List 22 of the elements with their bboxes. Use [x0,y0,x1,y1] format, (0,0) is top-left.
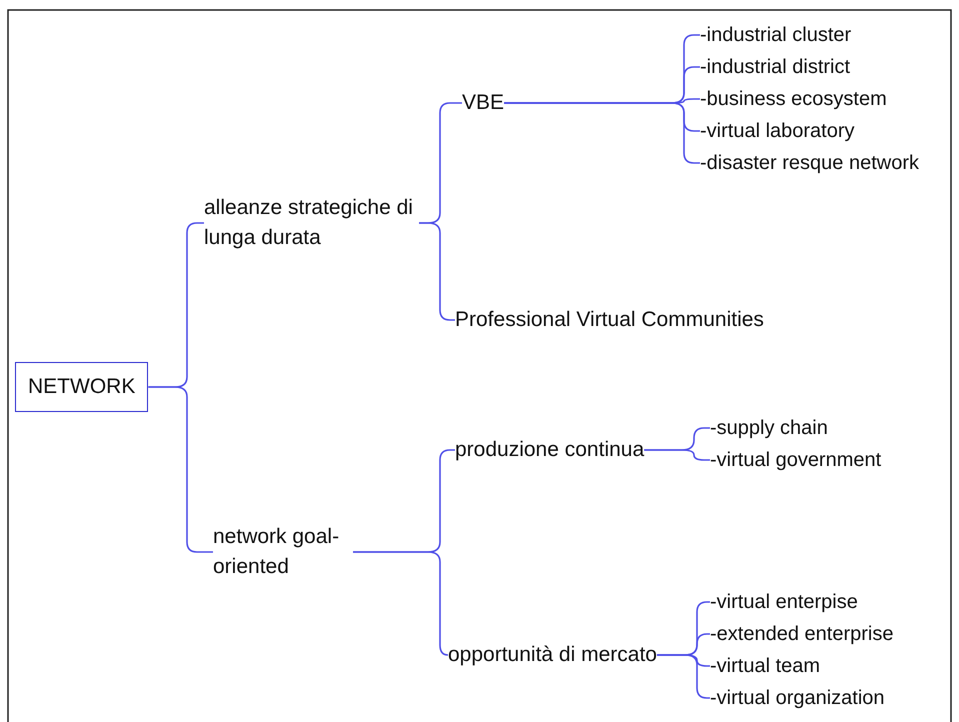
branch-label: alleanze strategiche di lunga durata [204,193,419,253]
list-item: -business ecosystem [700,84,887,114]
brace-connector [419,222,455,321]
branch-label: network goal-oriented [213,522,353,582]
list-item: -disaster resque network [700,148,919,178]
list-item: -supply chain [710,413,828,443]
branch-label: VBE [462,88,504,118]
list-item: -virtual organization [710,683,885,713]
list-item: -virtual team [710,651,820,681]
brace-connector [148,386,213,553]
branch-label: Professional Virtual Communities [455,305,764,335]
brace-connector [644,449,710,461]
list-item: -industrial cluster [700,20,852,50]
branch-label: opportunità di mercato [448,640,657,670]
root-box: NETWORK [15,362,148,412]
brace-connector [504,102,700,164]
list-item: -virtual government [710,445,882,475]
list-item: -extended enterprise [710,619,894,649]
list-item: -industrial district [700,52,850,82]
branch-label: produzione continua [455,435,644,465]
list-item: -virtual enterpise [710,587,858,617]
list-item: -virtual laboratory [700,116,855,146]
